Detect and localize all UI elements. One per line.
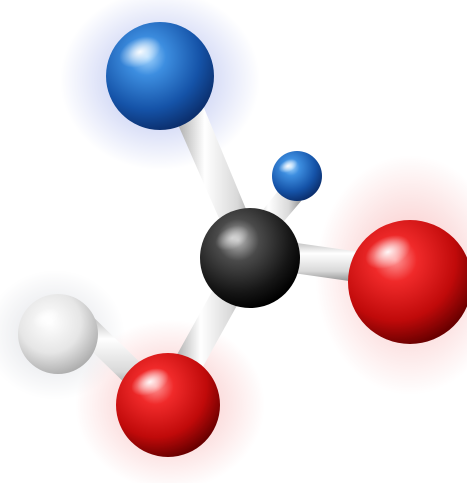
red-atom-large [348,220,467,344]
white-atom [18,294,98,374]
black-atom-center [200,208,300,308]
blue-atom-small [272,151,322,201]
blue-atom-large [106,22,214,130]
red-atom-lower [116,353,220,457]
